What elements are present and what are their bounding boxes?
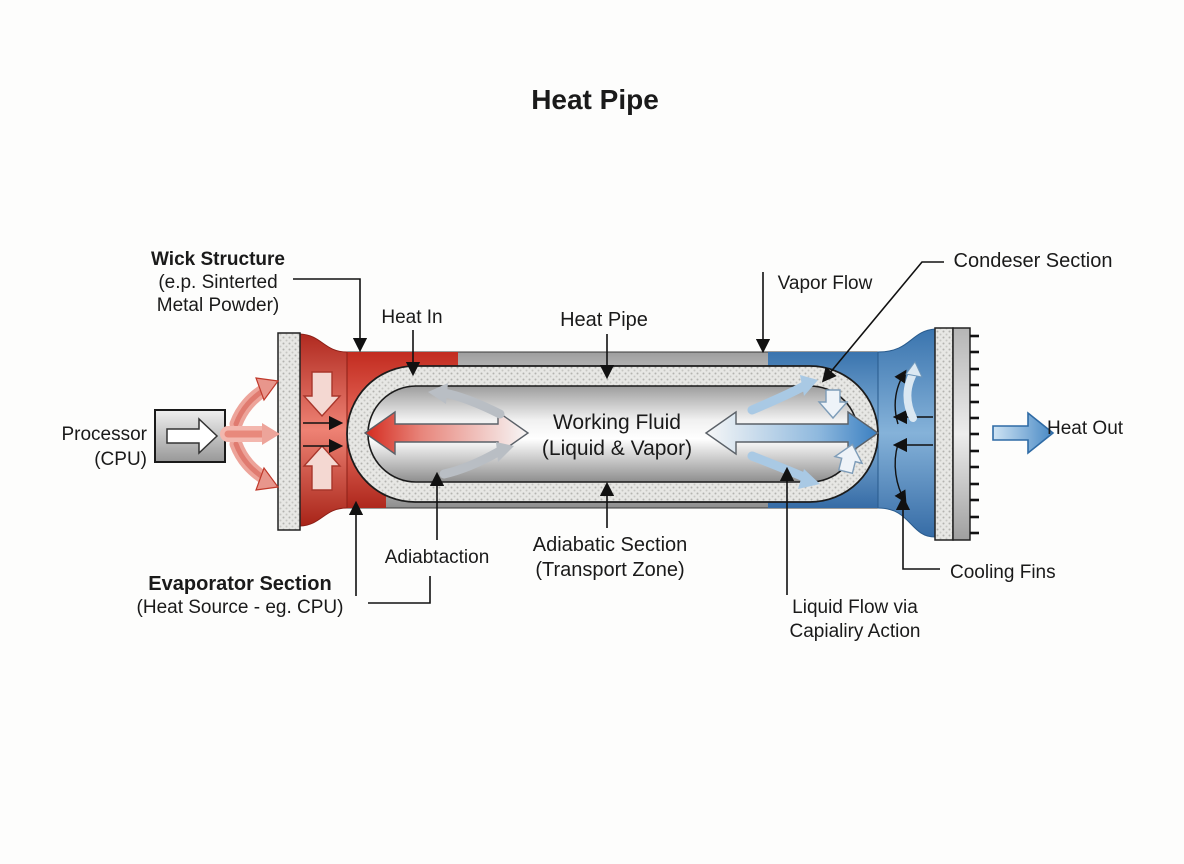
wick-structure-line1: Wick Structure <box>151 249 285 270</box>
processor-line2: (CPU) <box>94 449 147 470</box>
heat-up-arrow-icon <box>302 444 342 491</box>
condenser-section-label: Condeser Section <box>953 250 1113 272</box>
left-end-cap <box>277 332 301 531</box>
liquid-flow-label: Liquid Flow via Capialiry Action <box>790 596 921 644</box>
vapor-up-small-arrow-icon <box>833 443 864 475</box>
cond-white-curve-head-icon <box>905 361 923 378</box>
evaporator-section-label: Evaporator Section (Heat Source - eg. CP… <box>137 572 344 620</box>
adiabatic-line2: (Transport Zone) <box>535 559 685 581</box>
condenser-flare <box>877 328 936 538</box>
adiabatic-section-label: Adiabatic Section (Transport Zone) <box>533 533 688 583</box>
vapor-flow-label: Vapor Flow <box>777 273 873 294</box>
heat-down-arrow-icon <box>302 371 342 418</box>
working-fluid-line2: (Liquid & Vapor) <box>541 437 693 460</box>
liquid-flow-line2: Capialiry Action <box>789 621 921 642</box>
condenser-flow-arrow <box>704 410 880 456</box>
vapor-down-small-arrow-icon <box>817 389 849 420</box>
right-wick-bar <box>934 327 954 541</box>
condenser-leader <box>821 261 944 383</box>
heat-in-label: Heat In <box>381 307 443 328</box>
working-fluid-line1: Working Fluid <box>552 411 681 434</box>
cpu-heat-arrow-icon <box>166 417 219 455</box>
evaporator-line2: (Heat Source - eg. CPU) <box>136 597 344 618</box>
leader-lines <box>293 261 944 604</box>
wick-structure-leader <box>293 278 368 353</box>
processor-label: Processor (CPU) <box>0 422 147 472</box>
liquid-flow-line1: Liquid Flow via <box>792 597 918 618</box>
cooling-fins-ticks <box>970 334 979 535</box>
vapor-curve-top-head-icon <box>428 383 448 404</box>
evaporator-line1: Evaporator Section <box>148 573 332 595</box>
cond-curve-top-head-icon <box>800 375 818 396</box>
heat-out-arrow-icon <box>992 411 1055 455</box>
cpu-glow-arrows <box>220 377 280 491</box>
glow-arrow-down-head-icon <box>255 466 280 491</box>
processor-line1: Processor <box>61 424 147 445</box>
heat-out-label: Heat Out <box>1047 418 1124 439</box>
adiabatic-line1: Adiabatic Section <box>532 534 688 556</box>
adiabtaction-label: Adiabtaction <box>384 547 490 568</box>
glow-arrow-mid-head-icon <box>262 423 280 445</box>
condensate-curve-up-icon <box>894 369 907 425</box>
page-title: Heat Pipe <box>531 84 659 115</box>
evaporator-flare <box>299 333 348 527</box>
evaporator-leader-elbow <box>368 576 431 604</box>
wick-structure-line2: (e.p. Sinterted <box>158 272 278 293</box>
fin-plate <box>952 327 971 541</box>
glow-arrow-up-head-icon <box>255 377 280 402</box>
heat-pipe-label: Heat Pipe <box>560 309 648 331</box>
cooling-fins-label: Cooling Fins <box>950 562 1056 583</box>
vapor-curve-bottom-head-icon <box>496 442 514 462</box>
wick-structure-line3: Metal Powder) <box>156 295 280 316</box>
cond-curve-bottom-head-icon <box>798 469 820 489</box>
evaporator-flow-arrow <box>363 410 530 456</box>
cooling-fins-leader <box>895 495 940 570</box>
working-fluid-label: Working Fluid (Liquid & Vapor) <box>542 410 692 462</box>
wick-structure-label: Wick Structure (e.p. Sinterted Metal Pow… <box>151 248 285 317</box>
vapor-curve-bottom-icon <box>439 447 503 479</box>
